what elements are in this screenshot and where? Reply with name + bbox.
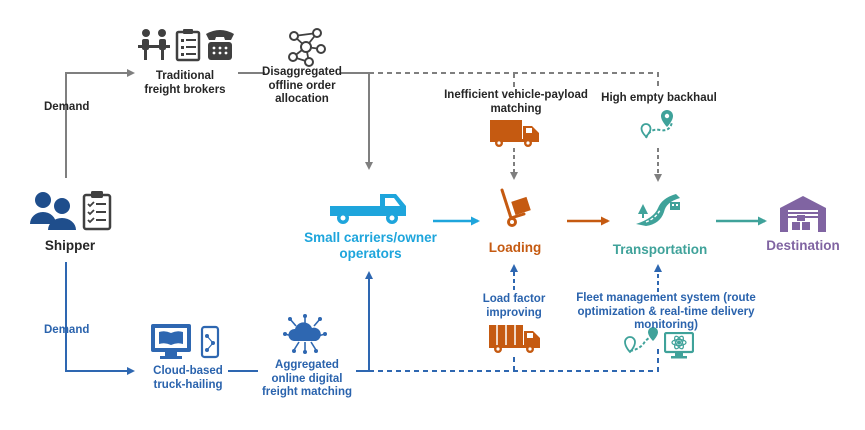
dashed-blue-bottom [369, 346, 659, 372]
shipper-label: Shipper [44, 238, 96, 253]
traditional-brokers-label: Traditional freight brokers [144, 70, 226, 96]
hand-truck-icon [500, 188, 531, 227]
network-icon [288, 28, 326, 67]
aggregated-matching-label: Aggregated online digital freight matchi… [261, 359, 353, 399]
inefficient-truck-icon [490, 120, 539, 147]
load-factor-label: Load factor improving [482, 293, 546, 319]
matching-to-carriers-line [356, 271, 373, 372]
small-carriers-label: Small carriers/owner operators [304, 230, 437, 261]
loading-label: Loading [488, 240, 542, 255]
cloud-truck-hailing-label: Cloud-based truck-hailing [153, 365, 223, 391]
cloud-network-icon [283, 314, 327, 354]
warehouse-icon [780, 196, 826, 232]
dashed-gray-top [369, 72, 659, 88]
inefficient-matching-label: Inefficient vehicle-payload matching [444, 89, 588, 115]
empty-backhaul-label: High empty backhaul [601, 92, 717, 104]
road-icon [636, 194, 680, 226]
disaggregated-label: Disaggregated offline order allocation [262, 66, 342, 106]
demand-label-bottom: Demand [44, 324, 90, 336]
demand-top-line [65, 69, 135, 178]
load-factor-truck-icon [489, 325, 540, 353]
shipper-icon [30, 191, 112, 231]
monitor-icon [664, 332, 694, 359]
destination-label: Destination [766, 238, 840, 253]
fleet-management-label: Fleet management system (route optimizat… [576, 292, 756, 332]
flatbed-truck-icon [330, 194, 406, 224]
demand-bottom-line [65, 262, 135, 375]
map-pin-icon [624, 327, 658, 354]
transportation-label: Transportation [612, 242, 708, 257]
brokers-icon [138, 29, 234, 62]
route-pin-icon [640, 110, 673, 139]
computer-phone-icon [151, 324, 220, 359]
demand-label-top: Demand [44, 101, 90, 113]
